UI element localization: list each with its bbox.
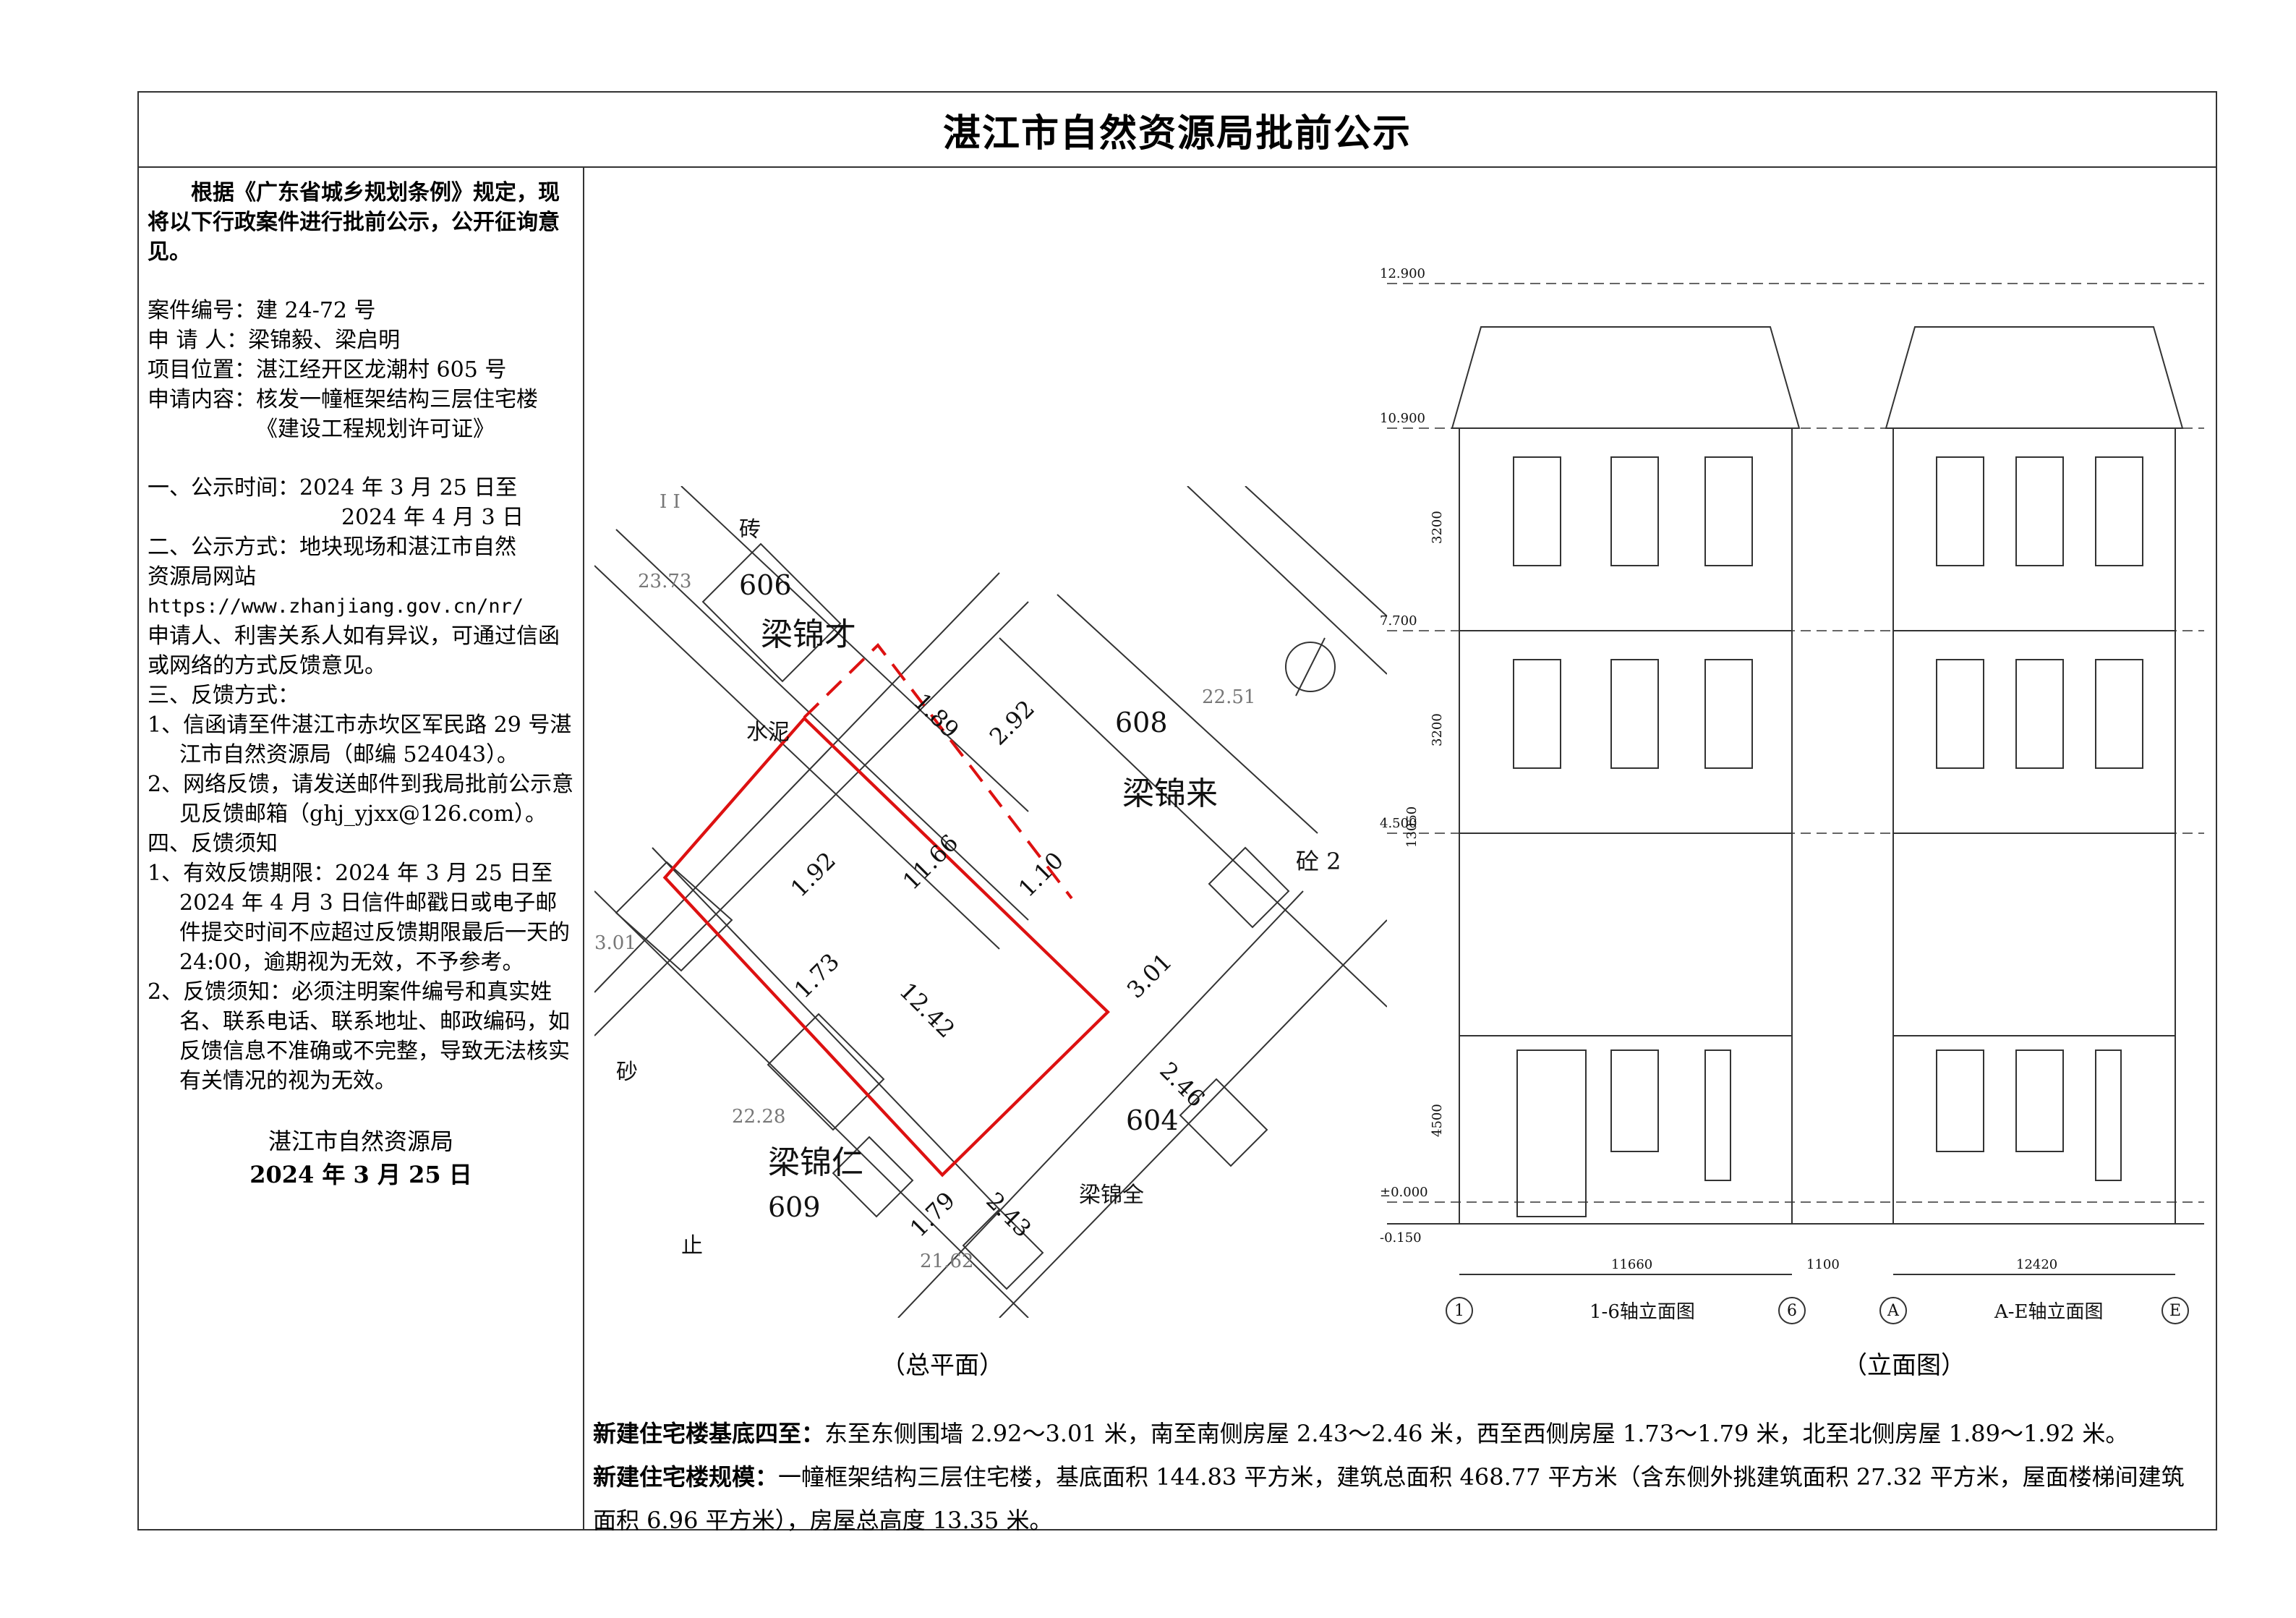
page-title: 湛江市自然资源局批前公示 [942, 111, 1412, 156]
elev-point-5: 21.62 [920, 1251, 973, 1272]
site-owner-606: 梁锦才 [761, 616, 856, 653]
site-owner-608: 梁锦来 [1122, 775, 1218, 812]
intro-paragraph: 根据《广东省城乡规划条例》规定，现将以下行政案件进行批前公示，公开征询意见。 [148, 180, 560, 265]
website-link[interactable]: https://www.zhanjiang.gov.cn/nr/ [148, 595, 524, 618]
signature-block: 湛江市自然资源局 2024 年 3 月 25 日 [148, 1125, 574, 1191]
signature-org: 湛江市自然资源局 [268, 1128, 453, 1155]
elev-point-1: 23.73 [638, 571, 691, 592]
dim-east: 3.01 [1122, 948, 1177, 1003]
feedback-requirements: 2、反馈须知：必须注明案件编号和真实姓名、联系电话、联系地址、邮政编码，如反馈信… [148, 979, 570, 1094]
new-building-outline [662, 716, 1110, 1178]
elevation-side-left: 1100 [1806, 1257, 1840, 1272]
signature-date: 2024 年 3 月 25 日 [249, 1161, 472, 1188]
site-label-concrete: 砼 2 [1296, 848, 1341, 875]
elevation-floor-dim-1: 4500 [1430, 1104, 1445, 1137]
elevation-width-left: 11660 [1611, 1257, 1652, 1272]
axis-A: A [1887, 1302, 1900, 1320]
announce-period: 一、公示时间：2024 年 3 月 25 日至 [148, 475, 518, 501]
site-label-sand: 砂 [616, 1060, 638, 1085]
scale-note-text: 一幢框架结构三层住宅楼，基底面积 144.83 平方米，建筑总面积 468.77… [593, 1463, 2185, 1534]
case-number: 案件编号：建 24-72 号 [148, 298, 376, 323]
elevation-floor-dim-3: 3200 [1430, 511, 1445, 544]
site-label-lot608: 608 [1115, 707, 1168, 738]
dim-north-east: 2.92 [984, 694, 1040, 750]
axis-E: E [2169, 1302, 2181, 1320]
site-label-brick: 砖 [739, 517, 761, 542]
road-mark: I I [660, 491, 680, 513]
building-notes: 新建住宅楼基底四至：东至东侧围墙 2.92～3.01 米，南至南侧房屋 2.43… [593, 1412, 2206, 1542]
site-label-lot604: 604 [1126, 1104, 1179, 1136]
site-label-cement: 水泥 [746, 720, 790, 745]
level-ground: ±0.000 [1380, 1185, 1428, 1200]
feedback-mail: 1、信函请至件湛江市赤坎区军民路 29 号湛江市自然资源局（邮编 524043）… [148, 712, 572, 767]
elevation-floor-dim-2: 3200 [1430, 713, 1445, 746]
title-row: 湛江市自然资源局批前公示 [139, 93, 2216, 168]
announce-method-2: 资源局网站 [148, 564, 256, 589]
feedback-deadline: 1、有效反馈期限：2024 年 3 月 25 日至 2024 年 4 月 3 日… [148, 861, 570, 975]
elev-point-4: 22.28 [732, 1106, 785, 1128]
elev-point-3: 3.01 [594, 932, 636, 954]
site-owner-604: 梁锦全 [1079, 1183, 1144, 1208]
site-label-lot609: 609 [768, 1191, 821, 1223]
elev-point-2: 22.51 [1202, 686, 1255, 708]
level-2: 4.500 [1380, 816, 1417, 831]
dim-west-south: 1.73 [789, 948, 845, 1003]
level-roof: 12.900 [1380, 266, 1425, 281]
elevation-name-left: 1-6轴立面图 [1589, 1301, 1695, 1323]
announce-period-end: 2024 年 4 月 3 日 [341, 505, 524, 530]
dim-south-west: 2.43 [981, 1187, 1036, 1243]
feedback-email: 2、网络反馈，请发送邮件到我局批前公示意见反馈邮箱（ghj_yjxx@126.c… [148, 772, 574, 827]
level-outdoor: -0.150 [1380, 1230, 1422, 1246]
elevation-name-right: A-E轴立面图 [1994, 1301, 2104, 1323]
site-owner-609: 梁锦仁 [768, 1144, 863, 1181]
notice-text-column: 根据《广东省城乡规划条例》规定，现将以下行政案件进行批前公示，公开征询意见。 案… [139, 168, 584, 1529]
drawings-column: 606 608 604 609 梁锦才 梁锦来 梁锦仁 梁锦全 砼 2 水泥 砂… [584, 168, 2216, 1534]
axis-1: 1 [1454, 1302, 1464, 1320]
axis-6: 6 [1787, 1302, 1797, 1320]
elevation-drawing: 12.900 10.900 7.700 4.500 ±0.000 -0.150 … [1380, 266, 2204, 1324]
boundary-note: 新建住宅楼基底四至：东至东侧围墙 2.92～3.01 米，南至南侧房屋 2.43… [593, 1412, 2206, 1455]
elevation-width-right: 12420 [2016, 1257, 2057, 1272]
case-location: 项目位置：湛江经开区龙潮村 605 号 [148, 357, 507, 383]
scale-note: 新建住宅楼规模：一幢框架结构三层住宅楼，基底面积 144.83 平方米，建筑总面… [593, 1455, 2206, 1542]
overhang-outline [803, 642, 1073, 900]
site-label-stop: 止 [681, 1233, 703, 1259]
dim-west-north: 1.92 [785, 846, 841, 902]
site-plan-caption: （总平面） [881, 1351, 1004, 1380]
case-applicant: 申 请 人：梁锦毅、梁启明 [148, 328, 401, 353]
level-3: 7.700 [1380, 613, 1417, 629]
announce-method: 二、公示方式：地块现场和湛江市自然 [148, 535, 516, 560]
dim-side-b: 12.42 [894, 977, 960, 1044]
dim-south-west-2: 1.79 [905, 1186, 960, 1242]
boundary-note-label: 新建住宅楼基底四至： [593, 1420, 825, 1447]
notice-frame: 湛江市自然资源局批前公示 根据《广东省城乡规划条例》规定，现将以下行政案件进行批… [137, 91, 2217, 1534]
scale-note-label: 新建住宅楼规模： [593, 1463, 779, 1491]
site-plan-drawing: 606 608 604 609 梁锦才 梁锦来 梁锦仁 梁锦全 砼 2 水泥 砂… [594, 486, 1387, 1318]
elevation-height-dim: 13050 [1404, 806, 1420, 848]
level-3-top: 10.900 [1380, 411, 1425, 426]
dim-overhang: 1.10 [1013, 846, 1069, 902]
elevation-caption: （立面图） [1843, 1351, 1966, 1380]
feedback-heading: 三、反馈方式： [148, 683, 299, 708]
boundary-note-text: 东至东侧围墙 2.92～3.01 米，南至南侧房屋 2.43～2.46 米，西至… [824, 1420, 2129, 1447]
case-permit: 《建设工程规划许可证》 [256, 417, 495, 442]
objection-note: 申请人、利害关系人如有异议，可通过信函或网络的方式反馈意见。 [148, 623, 560, 678]
case-content: 申请内容：核发一幢框架结构三层住宅楼 [148, 387, 538, 412]
site-label-lot606: 606 [739, 569, 792, 601]
feedback-rules-heading: 四、反馈须知 [148, 831, 278, 856]
